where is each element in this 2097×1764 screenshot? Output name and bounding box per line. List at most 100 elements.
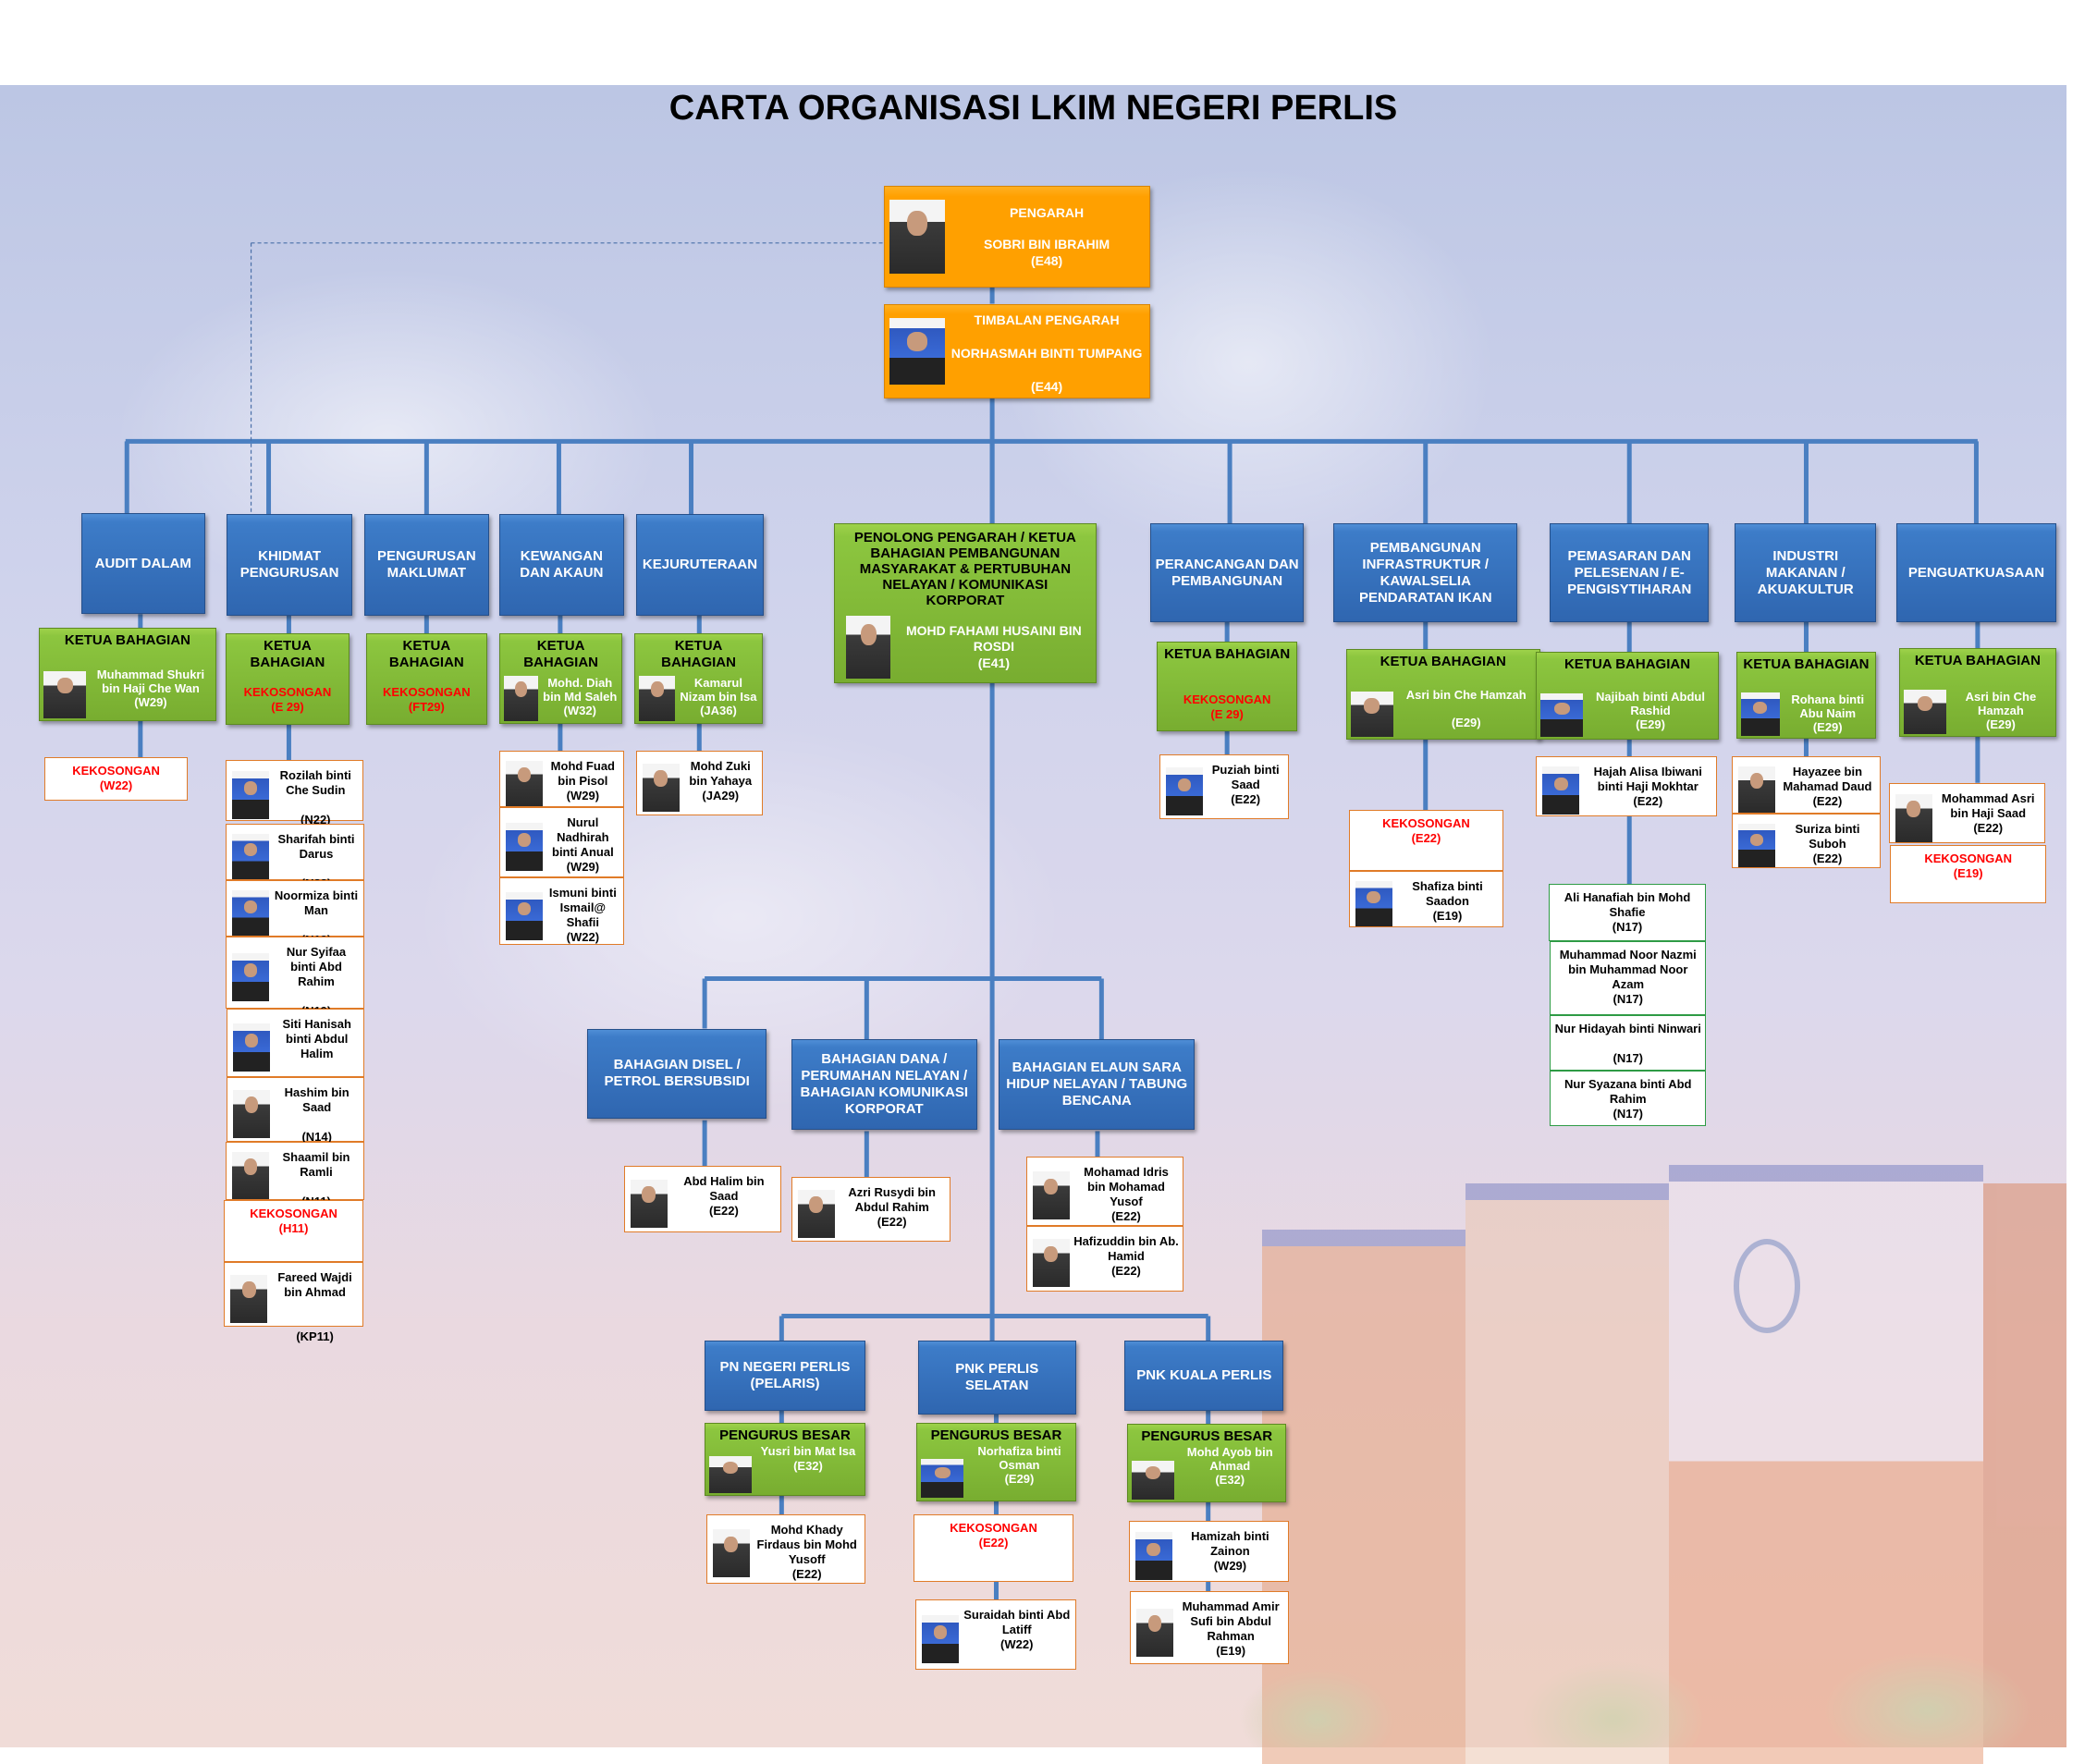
vacancy-card[interactable]: KEKOSONGAN(H11) <box>224 1199 363 1263</box>
person-photo <box>233 1090 271 1139</box>
staff-grade: (E22) <box>1231 792 1261 807</box>
staff-card[interactable]: Nur Syifaa binti Abd Rahim(N19) <box>225 937 365 1018</box>
vacancy-card[interactable]: KEKOSONGAN(E19) <box>1890 844 2047 903</box>
staff-card[interactable]: Mohd Zuki bin Yahaya(JA29) <box>635 750 763 815</box>
division-box-0[interactable]: AUDIT DALAM <box>80 512 205 615</box>
staff-name: Mohd Fuad bin Pisol <box>550 758 615 788</box>
division-box-9[interactable]: PENGUATKUASAAN <box>1896 523 2056 623</box>
head-grade: (W29) <box>134 695 167 710</box>
head-name: Rohana binti Abu Naim <box>1791 692 1865 721</box>
division-box-1[interactable]: KHIDMAT PENGURUSAN <box>227 514 353 616</box>
lkim-logo-icon <box>1734 1239 1800 1333</box>
staff-name: Hashim bin Saad <box>284 1085 350 1115</box>
vacancy-label: KEKOSONGAN <box>72 764 160 778</box>
head-name: Muhammad Shukri bin Haji Che Wan <box>96 668 205 696</box>
staff-card[interactable]: Abd Halim bin Saad(E22) <box>623 1166 782 1232</box>
staff-card[interactable]: Siti Hanisah binti Abdul Halim(N19) <box>227 1008 365 1090</box>
person-photo <box>846 615 891 679</box>
division-name: PEMASARAN DAN PELESENAN / E-PENGISYTIHAR… <box>1567 547 1692 597</box>
staff-card[interactable]: Rozilah binti Che Sudin(N22) <box>225 759 363 827</box>
staff-card[interactable]: Mohd Khady Firdaus bin Mohd Yusoff(E22) <box>705 1514 865 1584</box>
head-box-0[interactable]: KETUA BAHAGIAN Muhammad Shukri bin Haji C… <box>39 627 216 721</box>
head-grade: (E32) <box>793 1458 823 1473</box>
staff-name: Siti Hanisah binti Abdul Halim <box>282 1016 351 1060</box>
division-name: KHIDMAT PENGURUSAN <box>239 548 339 581</box>
association-box-0[interactable]: PN NEGERI PERLIS (PELARIS) <box>705 1340 865 1411</box>
staff-card[interactable]: Suraidah binti Abd Latiff(W22) <box>914 1599 1076 1670</box>
head-grade: (E29) <box>1986 717 2016 732</box>
staff-card[interactable]: Shaamil bin Ramli(N11) <box>225 1142 365 1208</box>
staff-card[interactable]: Nur Hidayah binti Ninwari(N17) <box>1550 1014 1707 1071</box>
vacancy-card[interactable]: KEKOSONGAN(W22) <box>44 757 188 801</box>
person-photo <box>231 889 269 937</box>
head-grade: (E29) <box>1636 717 1665 732</box>
unit-box-2[interactable]: BAHAGIAN ELAUN SARA HIDUP NELAYAN / TABU… <box>999 1039 1196 1130</box>
page-title: CARTA ORGANISASI LKIM NEGERI PERLIS <box>668 89 1398 128</box>
division-box-3[interactable]: KEWANGAN DAN AKAUN <box>499 514 624 616</box>
person-photo <box>921 1459 964 1499</box>
staff-card[interactable]: Azri Rusydi bin Abdul Rahim(E22) <box>791 1177 950 1243</box>
staff-card[interactable]: Mohamad Idris bin Mohamad Yusof(E22) <box>1025 1157 1184 1226</box>
staff-card[interactable]: Muhammad Amir Sufi bin Abdul Rahman(E19) <box>1130 1591 1290 1665</box>
vacancy-label: KEKOSONGAN <box>950 1521 1037 1536</box>
staff-card[interactable]: Shafiza binti Saadon(E19) <box>1348 870 1504 927</box>
staff-card[interactable]: Noormiza binti Man(N19) <box>225 879 365 947</box>
staff-card[interactable]: Muhammad Noor Nazmi bin Muhammad Noor Az… <box>1550 940 1707 1015</box>
staff-card[interactable]: Ali Hanafiah bin Mohd Shafie(N17) <box>1548 884 1707 941</box>
head-role-label: KETUA BAHAGIAN <box>1164 645 1291 662</box>
division-box-4[interactable]: KEJURUTERAAN <box>635 514 765 616</box>
division-box-6[interactable]: PEMBANGUNAN INFRASTRUKTUR / KAWALSELIA P… <box>1333 523 1518 623</box>
staff-card[interactable]: Suriza binti Suboh(E22) <box>1732 814 1881 868</box>
division-box-8[interactable]: INDUSTRI MAKANAN / AKUAKULTUR <box>1735 523 1877 623</box>
staff-card[interactable]: Hayazee bin Mahamad Daud(E22) <box>1732 755 1881 815</box>
vacancy-card[interactable]: KEKOSONGAN(E22) <box>1348 810 1504 871</box>
assistant-director-box[interactable]: PENOLONG PENGARAH / KETUA BAHAGIAN PEMBA… <box>834 523 1097 683</box>
person-photo <box>1350 692 1393 738</box>
staff-card[interactable]: Sharifah binti Darus(N22) <box>225 823 365 890</box>
staff-card[interactable]: Mohd Fuad bin Pisol(W29) <box>499 750 624 808</box>
association-box-2[interactable]: PNK KUALA PERLIS <box>1124 1340 1284 1411</box>
head-role-label: KETUA BAHAGIAN <box>64 631 190 648</box>
staff-card[interactable]: Mohammad Asri bin Haji Saad(E22) <box>1888 782 2045 844</box>
staff-card[interactable]: Nurul Nadhirah binti Anual(W29) <box>499 807 624 877</box>
staff-card[interactable]: Hajah Alisa Ibiwani binti Haji Mokhtar(E… <box>1536 755 1718 817</box>
staff-card[interactable]: Fareed Wajdi bin Ahmad(KP11) <box>224 1262 363 1343</box>
unit-box-0[interactable]: BAHAGIAN DISEL / PETROL BERSUBSIDI <box>587 1028 767 1120</box>
staff-grade: (E19) <box>1953 865 1983 880</box>
staff-grade: (E22) <box>1812 793 1843 808</box>
staff-card[interactable]: Hashim bin Saad(N14) <box>227 1077 365 1144</box>
division-box-2[interactable]: PENGURUSAN MAKLUMAT <box>364 514 489 616</box>
staff-grade: (W29) <box>566 788 600 802</box>
staff-card[interactable]: Hamizah binti Zainon(W29) <box>1128 1521 1290 1583</box>
person-photo <box>1136 1608 1174 1657</box>
vacancy-card[interactable]: KEKOSONGAN(E22) <box>914 1514 1073 1583</box>
person-photo <box>231 952 269 1001</box>
staff-card[interactable]: Puziah binti Saad(E22) <box>1159 754 1290 820</box>
division-box-7[interactable]: PEMASARAN DAN PELESENAN / E-PENGISYTIHAR… <box>1550 523 1710 623</box>
staff-name: Abd Halim bin Saad <box>683 1174 765 1204</box>
staff-card[interactable]: Nur Syazana binti Abd Rahim(N17) <box>1550 1070 1707 1126</box>
division-name: BAHAGIAN DANA / PERUMAHAN NELAYAN / BAHA… <box>800 1051 969 1118</box>
vacancy-label: KEKOSONGAN <box>243 685 332 700</box>
association-box-1[interactable]: PNK PERLIS SELATAN <box>917 1340 1076 1415</box>
staff-name: Sharifah binti Darus <box>277 831 355 861</box>
unit-box-1[interactable]: BAHAGIAN DANA / PERUMAHAN NELAYAN / BAHA… <box>791 1039 978 1130</box>
staff-card[interactable]: Ismuni binti Ismail@ Shafii(W22) <box>499 877 624 945</box>
staff-card[interactable]: Hafizuddin bin Ab. Hamid(E22) <box>1025 1225 1184 1292</box>
division-box-5[interactable]: PERANCANGAN DAN PEMBANGUNAN <box>1149 523 1305 623</box>
staff-grade: (N17) <box>1612 920 1643 935</box>
